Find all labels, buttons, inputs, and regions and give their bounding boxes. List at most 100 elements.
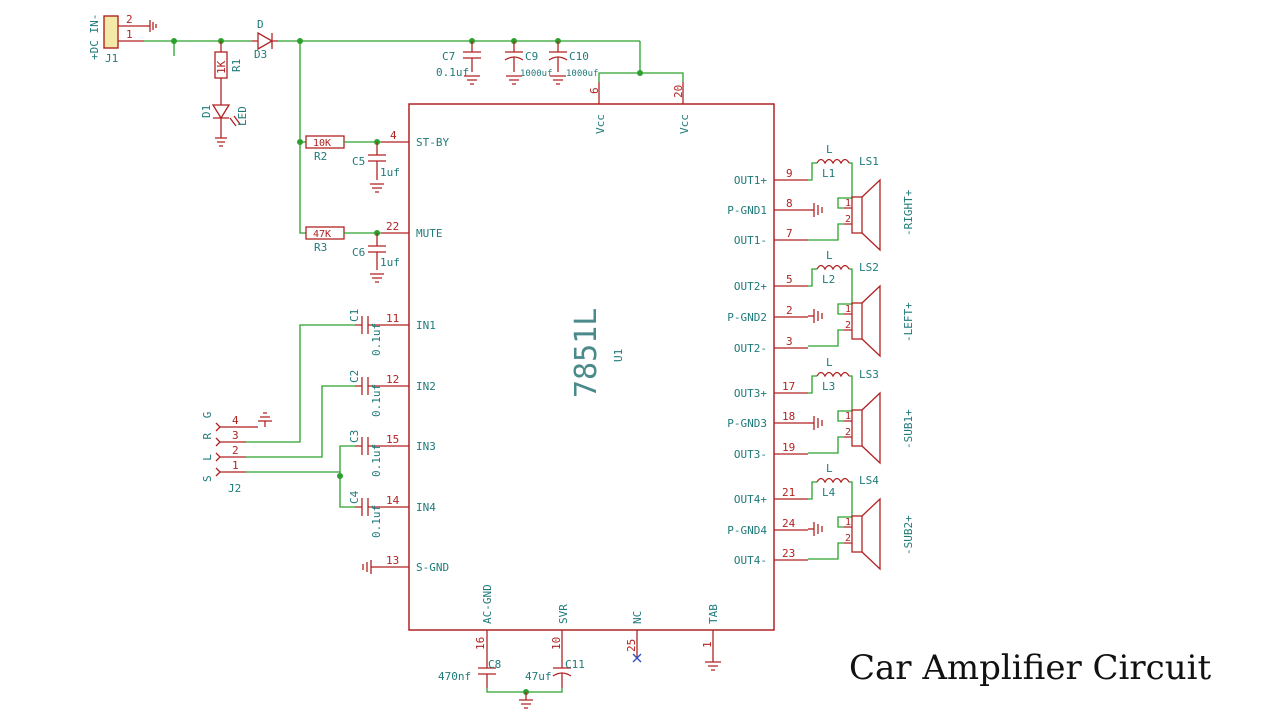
c7-ref: C7 [442,50,455,63]
c3-ref: C3 [348,430,361,443]
pin-pgnd3-name: P-GND3 [727,417,767,430]
c2-capacitor-icon [355,377,381,395]
speaker-pin2: 2 [845,427,851,438]
page-caption: Car Amplifier Circuit [849,648,1211,688]
left-pins: 4 22 11 12 15 14 13 ST-BY MUTE IN1 IN2 I… [381,129,449,574]
speaker-label: -RIGHT+ [902,189,915,236]
pin-out2m-name: OUT2- [734,342,767,355]
c2-ref: C2 [348,370,361,383]
input-section: C1 C2 C3 C4 0.1uf 0.1uf 0.1uf 0.1uf 4 3 … [201,309,383,574]
pin-pgnd1-name: P-GND1 [727,204,767,217]
pgnd-ground-icon [813,416,823,430]
c1-capacitor-icon [355,316,381,334]
pin8-num: 8 [786,197,793,210]
j1-ref: J1 [105,52,118,65]
pin21-num: 21 [782,486,795,499]
speaker-ref: LS2 [859,261,879,274]
pin10-num: 10 [550,637,563,650]
c4-ref: C4 [348,490,361,504]
pin19-num: 19 [782,441,795,454]
c6-capacitor-icon [368,245,386,253]
c10-value: 1000uf [566,69,599,79]
c7-value: 0.1uf [436,66,469,79]
d1-ref: D1 [200,105,213,118]
pin-in3-name: IN3 [416,440,436,453]
pin-out3p-name: OUT3+ [734,387,767,400]
c6-ref: C6 [352,246,365,259]
pin-out1m-name: OUT1- [734,234,767,247]
pin15-num: 15 [386,433,399,446]
c10-ground-icon [550,75,566,85]
speaker-channel-3: 1 2 L L3 LS3 -SUB1+ [808,356,915,465]
r1-ref: R1 [230,59,243,72]
pgnd-ground-icon [813,203,823,217]
speaker-label: -SUB2+ [902,515,915,555]
j2-connector: 4 3 2 1 S L R G J2 [201,408,272,495]
bottom-pins: 16 10 25 1 AC-GND SVR NC TAB [474,584,721,671]
speaker-pin1: 1 [845,304,851,315]
pin16-num: 16 [474,637,487,650]
c8-value: 470nf [438,670,471,683]
sgnd-ground-icon [362,560,372,574]
speaker-icon [861,497,881,571]
ic-ref: U1 [612,349,625,362]
c4-value: 0.1uf [370,505,383,538]
c9-value: 1000uf [520,69,553,79]
d1-value: LED [236,106,249,126]
inductor-icon [816,158,850,165]
led-rays-icon [229,115,241,127]
j2-pin1: 1 [232,459,239,472]
r2-value: 10K [313,138,331,149]
pin6-num: 6 [588,87,601,94]
pin-nc-name: NC [631,611,644,624]
top-pins: 6 20 Vcc Vcc [588,82,691,134]
pin-stby-name: ST-BY [416,136,449,149]
speaker-channel-2: 1 2 L L2 LS2 -LEFT+ [808,249,915,358]
j1-connector [103,15,119,49]
pin2-num: 2 [786,304,793,317]
speaker-pin1: 1 [845,198,851,209]
pin23-num: 23 [782,547,795,560]
inductor-ref: L1 [822,167,835,180]
pin-acgnd-name: AC-GND [481,584,494,624]
inductor-value: L [826,462,833,475]
inductor-ref: L4 [822,486,836,499]
speaker-magnet [851,302,863,340]
pin9-num: 9 [786,167,793,180]
c10-ref: C10 [569,50,589,63]
pgnd-ground-icon [813,309,823,323]
j1-pin1: 1 [126,28,133,41]
speaker-label: -LEFT+ [902,302,915,342]
j1-label: +DC IN- [88,14,101,60]
pin20-num: 20 [672,85,685,98]
speaker-ref: LS4 [859,474,879,487]
j1-ground-icon [149,20,157,32]
pin4-num: 4 [390,129,397,142]
inductor-icon [816,477,850,484]
pin1-num: 1 [701,641,714,648]
pin-in4-name: IN4 [416,501,436,514]
pin13-num: 13 [386,554,399,567]
r3-ref: R3 [314,241,327,254]
standby-mute-section: 10K R2 C5 1uf 47K R3 C6 1uf [297,41,400,283]
c5-capacitor-icon [368,154,386,162]
pin17-num: 17 [782,380,795,393]
inductor-value: L [826,249,833,262]
inductor-ref: L3 [822,380,835,393]
j1-pin2: 2 [126,13,133,26]
c11-ref: C11 [565,658,585,671]
c6-value: 1uf [380,256,400,269]
speaker-pin1: 1 [845,517,851,528]
pin-mute-name: MUTE [416,227,443,240]
pin25-num: 25 [625,639,638,652]
nc-cross-icon [632,653,642,663]
pin-pgnd4-name: P-GND4 [727,524,767,537]
c1-ref: C1 [348,309,361,322]
speaker-pin2: 2 [845,214,851,225]
inductor-value: L [826,143,833,156]
pin14-num: 14 [386,494,400,507]
c5-ref: C5 [352,155,365,168]
pin6-name: Vcc [594,114,607,134]
c4-capacitor-icon [355,498,381,516]
